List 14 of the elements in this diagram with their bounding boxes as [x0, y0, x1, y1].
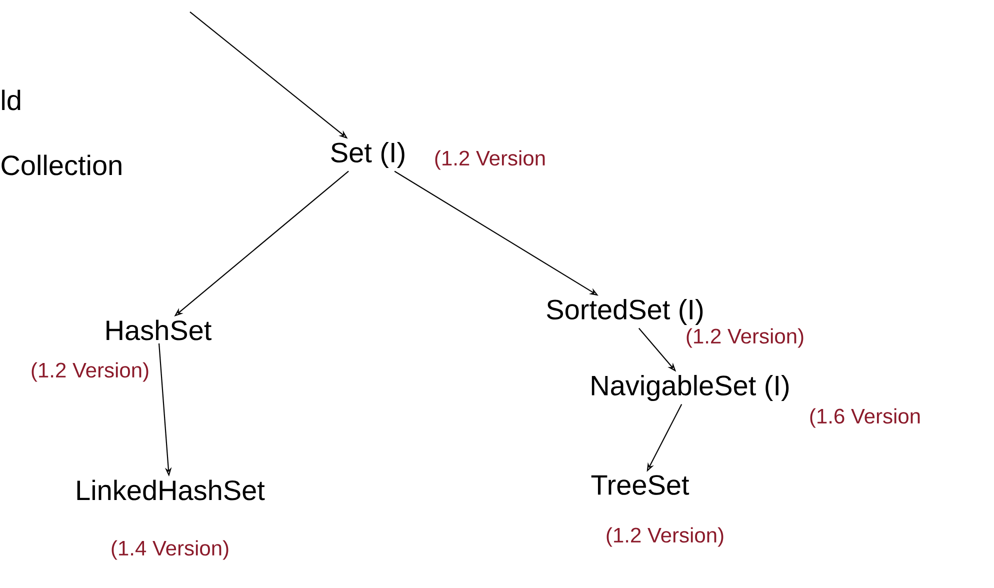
class-name: Set (I) [331, 142, 404, 168]
version-note: (1.6 Version [810, 408, 920, 428]
side-text: ld [2, 90, 20, 110]
class-name: HashSet [106, 320, 212, 340]
class-name: SortedSet (I) [546, 298, 703, 326]
class-name: LinkedHashSet [77, 480, 265, 500]
version-note: (1.2 Version) [686, 328, 804, 348]
version-note: (1.2 Version) [32, 362, 148, 382]
class-name: TreeSet [591, 475, 690, 495]
version-note: (1.4 Version) [112, 540, 228, 560]
version-note: (1.2 Version) [606, 527, 724, 547]
class-name: NavigableSet (I) [592, 374, 789, 402]
side-text: Collection [2, 154, 122, 176]
version-note: (1.2 Version [435, 150, 545, 170]
